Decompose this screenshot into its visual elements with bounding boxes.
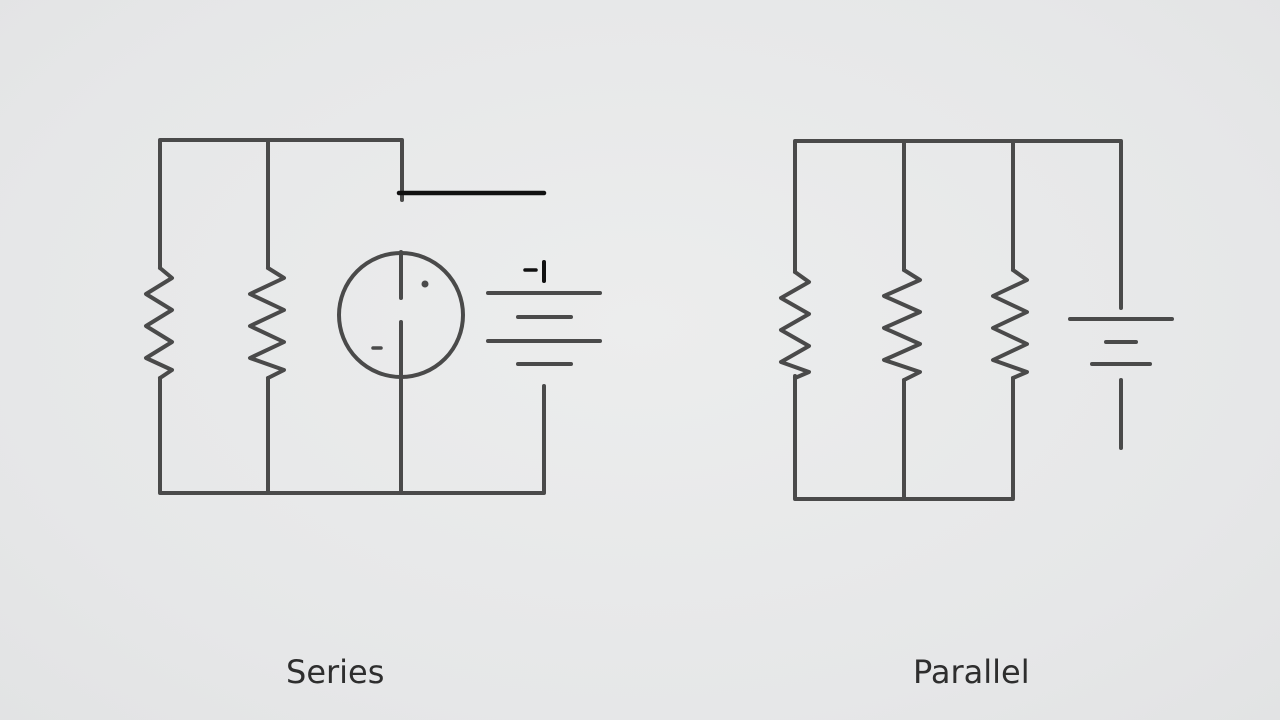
parallel-circuit — [779, 139, 1174, 501]
parallel-caption: Parallel — [913, 653, 1030, 691]
parallel-resistor-3 — [991, 268, 1029, 380]
series-bottom-rail — [158, 376, 546, 495]
series-battery-mark — [523, 260, 546, 283]
series-caption: Series — [286, 653, 385, 691]
parallel-resistor-1 — [779, 270, 811, 380]
parallel-resistor-2 — [882, 268, 922, 382]
parallel-top-rail — [793, 139, 1123, 310]
series-resistor-2 — [248, 266, 286, 380]
series-meter-dot-upper — [421, 280, 429, 288]
series-resistor-1 — [144, 266, 174, 380]
series-top-rail — [158, 138, 404, 270]
parallel-battery — [1068, 317, 1174, 450]
series-circuit — [144, 138, 602, 495]
series-battery — [486, 291, 602, 366]
